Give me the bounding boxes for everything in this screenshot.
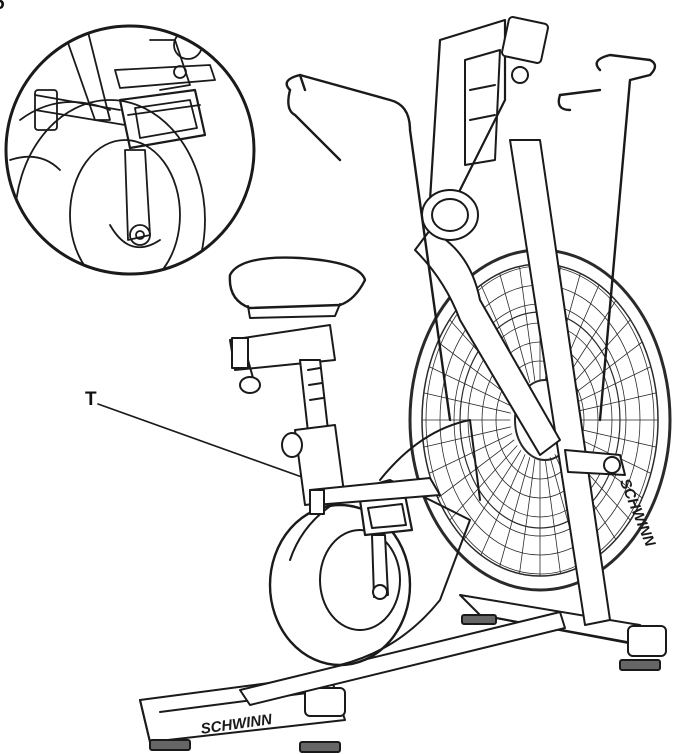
fan-spoke bbox=[569, 392, 657, 414]
fan-spoke bbox=[480, 454, 526, 556]
step-number: 5 bbox=[0, 0, 5, 13]
front-mast bbox=[509, 139, 611, 626]
console-assembly bbox=[421, 16, 549, 241]
seat-assembly bbox=[228, 256, 367, 506]
fan-spoke bbox=[423, 426, 511, 448]
fan-spoke bbox=[428, 433, 513, 474]
fan-spoke bbox=[449, 445, 518, 521]
detail-inset bbox=[4, 24, 256, 276]
fan-spoke bbox=[569, 426, 657, 448]
fan-spoke bbox=[463, 450, 522, 540]
fan-ring bbox=[495, 360, 585, 480]
callout-label: T bbox=[85, 389, 97, 410]
pedal-crank bbox=[309, 477, 441, 600]
fan-spoke bbox=[567, 366, 652, 407]
brand-label-mast: SCHWINN bbox=[616, 476, 659, 550]
handlebars bbox=[285, 53, 657, 422]
fan-ring bbox=[481, 341, 599, 499]
front-pedal bbox=[564, 449, 626, 476]
base-beam bbox=[239, 611, 566, 706]
fan-spoke bbox=[423, 392, 511, 414]
